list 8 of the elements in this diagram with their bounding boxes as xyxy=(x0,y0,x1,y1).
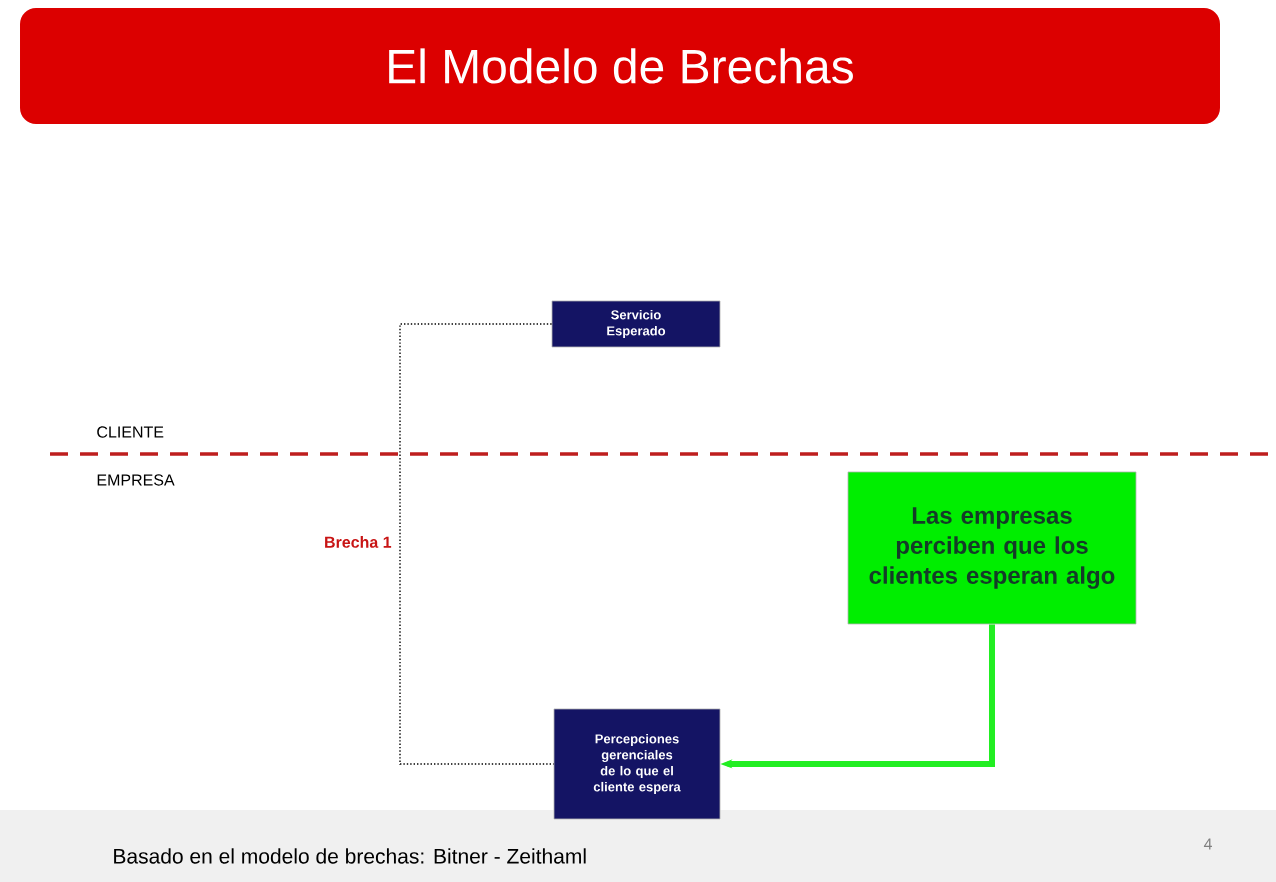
note-box: Las empresas perciben que los clientes esperan algo xyxy=(847,471,1137,625)
edge-label: Brecha 1 xyxy=(325,536,392,548)
connector xyxy=(399,323,555,765)
source-note: Basado en el modelo de brechas: Bitner - Zeithaml xyxy=(114,848,586,864)
side-label: EMPRESA xyxy=(97,474,175,486)
page-number: 4 xyxy=(1203,838,1212,850)
side-label: CLIENTE xyxy=(97,426,164,438)
title-banner: El Modelo de Brechas xyxy=(20,8,1220,124)
